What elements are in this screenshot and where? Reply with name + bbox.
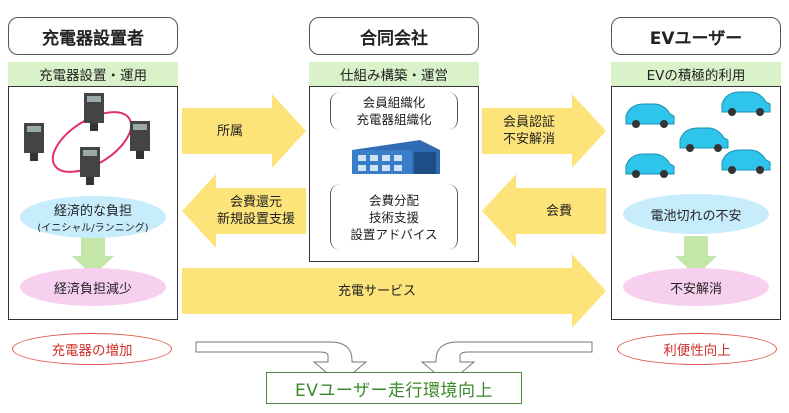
charger-icon-2 — [84, 93, 104, 131]
car-icon-2 — [721, 91, 771, 116]
result-charger-increase: 充電器の増加 — [12, 333, 172, 365]
band-install-operate: 充電器設置・運用 — [8, 62, 178, 86]
economic-burden-text: 経済的な負担 — [53, 204, 132, 219]
new-install-support-text: 新規設置支援 — [216, 212, 295, 227]
fee-text: 会費 — [545, 203, 572, 219]
charger-icon-3 — [130, 121, 150, 159]
organization-bracket: 会員組織化 充電器組織化 — [330, 92, 458, 130]
band-build-operate: 仕組み構築・運営 — [309, 62, 479, 86]
label-member-auth: 会員認証 不安解消 — [486, 108, 572, 154]
result-convenience-improved: 利便性向上 — [617, 333, 777, 365]
header-llc: 合同会社 — [309, 17, 479, 55]
arrow-down-right — [675, 236, 717, 276]
tech-support-text: 技術支援 — [368, 209, 419, 225]
label-fee: 会費 — [516, 188, 602, 234]
arrow-fee — [482, 174, 606, 248]
anxiety-relief-text: 不安解消 — [502, 132, 555, 147]
ev-cars-illustration — [625, 91, 771, 178]
member-auth-text: 会員認証 — [502, 115, 555, 130]
install-advice-text: 設置アドバイス — [350, 226, 438, 242]
car-icon-5 — [721, 149, 771, 174]
battery-anxiety-bubble: 電池切れの不安 — [623, 194, 769, 234]
header-charger-installer: 充電器設置者 — [8, 17, 178, 55]
charging-service-text: 充電サービス — [337, 283, 416, 299]
band-ev-active-use: EVの積極的利用 — [611, 62, 781, 86]
charger-icon-1 — [24, 123, 44, 161]
arrow-member-auth — [482, 94, 606, 168]
charger-icon-4 — [80, 147, 100, 185]
refund-text: 会費還元 — [229, 195, 282, 210]
charger-illustration — [24, 93, 150, 185]
member-org-text: 会員組織化 — [362, 95, 426, 110]
fee-distribution-text: 会費分配 — [368, 192, 419, 208]
battery-anxiety-text: 電池切れの不安 — [650, 208, 742, 224]
label-charging-service: 充電サービス — [182, 268, 572, 314]
charger-org-text: 充電器組織化 — [356, 112, 432, 127]
office-building-icon — [352, 140, 440, 174]
initial-running-text: (イニシャル/ランニング) — [37, 223, 149, 234]
car-icon-3 — [679, 127, 729, 152]
arrow-down-left — [72, 236, 114, 276]
goal-ev-driving-environment: EVユーザー走行環境向上 — [266, 372, 522, 404]
anxiety-resolved-bubble: 不安解消 — [623, 268, 769, 306]
label-refund: 会費還元 新規設置支援 — [206, 188, 306, 234]
support-bracket: 会費分配 技術支援 設置アドバイス — [330, 184, 458, 250]
burden-reduced-text: 経済負担減少 — [53, 281, 132, 297]
arrow-charging-service — [182, 254, 606, 328]
anxiety-resolved-text: 不安解消 — [669, 281, 722, 297]
affiliation-text: 所属 — [216, 123, 243, 139]
car-icon-1 — [625, 103, 675, 128]
header-ev-user: EVユーザー — [611, 17, 781, 55]
arrow-affiliation — [182, 94, 306, 168]
burden-reduced-bubble: 経済負担減少 — [20, 268, 166, 306]
economic-burden-bubble: 経済的な負担 (イニシャル/ランニング) — [20, 196, 166, 238]
car-icon-4 — [625, 153, 675, 178]
arrow-refund — [182, 174, 306, 248]
label-affiliation: 所属 — [188, 108, 272, 154]
